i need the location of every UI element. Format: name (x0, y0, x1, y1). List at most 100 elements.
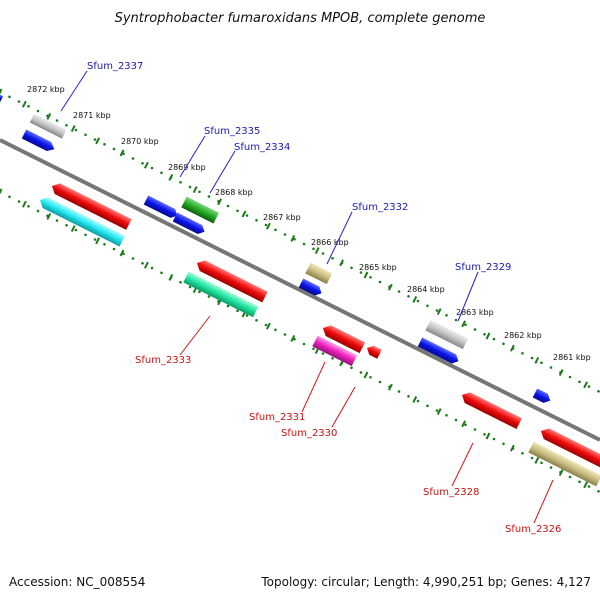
leader-sfum-2330 (331, 386, 356, 428)
track-dot (454, 318, 458, 322)
track-dot (464, 423, 467, 427)
gene-label-sfum-2331[interactable]: Sfum_2331 (249, 412, 305, 423)
gene-label-sfum-2334[interactable]: Sfum_2334 (234, 142, 290, 153)
track-dot (464, 323, 467, 327)
track-dot (397, 290, 401, 293)
track-tick (119, 249, 125, 257)
track-tick (363, 371, 369, 379)
track-tick (461, 320, 466, 328)
gene-label-sfum-2333[interactable]: Sfum_2333 (135, 355, 191, 366)
track-dot (226, 304, 230, 308)
track-dot (17, 100, 21, 103)
track-dot (407, 295, 410, 298)
track-dot (473, 428, 477, 431)
track-dot (274, 328, 277, 332)
gene-label-sfum-2337[interactable]: Sfum_2337 (87, 61, 143, 72)
leader-sfum-2333 (179, 315, 211, 356)
track-dot (416, 399, 420, 403)
track-tick (412, 395, 418, 403)
track-dot (549, 366, 553, 369)
track-tick (461, 420, 466, 428)
gene-feature-sfum-2328[interactable] (459, 390, 522, 430)
track-dot (198, 190, 201, 194)
track-tick (534, 456, 540, 464)
track-dot (226, 204, 230, 208)
track-dot (492, 337, 496, 341)
gene-feature-red-2860[interactable] (538, 426, 600, 468)
scale-label-2866: 2866 kbp (311, 238, 349, 247)
track-dot (84, 133, 87, 137)
track-dot (369, 376, 372, 379)
track-tick (290, 334, 296, 342)
gene-feature-sfum-2335[interactable] (143, 195, 180, 221)
gene-feature-blue-2869[interactable] (172, 212, 207, 237)
gene-feature-sfum-2337[interactable] (29, 113, 67, 139)
gene-feature-sfum-2333[interactable] (183, 271, 259, 318)
track-dot (179, 281, 182, 284)
gene-feature-sfum-2331[interactable] (320, 323, 366, 354)
track-dot (521, 352, 524, 355)
track-dot (397, 390, 401, 393)
gene-label-sfum-2330[interactable]: Sfum_2330 (281, 428, 337, 439)
gene-label-sfum-2326[interactable]: Sfum_2326 (505, 524, 561, 535)
track-dot (55, 219, 59, 222)
leader-sfum-2328 (451, 442, 474, 487)
gene-feature-red-small[interactable] (365, 344, 382, 359)
gene-feature-sfum-2334[interactable] (181, 196, 219, 224)
gene-features (0, 92, 600, 487)
track-tick (314, 247, 320, 255)
scale-label-2872: 2872 kbp (27, 85, 65, 94)
gene-feature-red-2871[interactable] (49, 181, 132, 230)
track-dot (492, 437, 496, 441)
track-tick (485, 332, 491, 340)
track-dot (445, 314, 448, 317)
track-dot (321, 252, 325, 255)
gene-feature-sfum-2326[interactable] (528, 441, 600, 487)
gene-feature-sfum-2330[interactable] (312, 335, 358, 367)
track-tick (0, 188, 3, 195)
leader-sfum-2332 (326, 211, 353, 265)
track-tick (95, 237, 100, 245)
gene-feature-offscreen-left[interactable] (0, 92, 4, 102)
gene-label-sfum-2332[interactable]: Sfum_2332 (352, 202, 408, 213)
gene-feature-sfum-2329[interactable] (425, 319, 469, 350)
gene-label-sfum-2328[interactable]: Sfum_2328 (423, 487, 479, 498)
gene-feature-blue-2865[interactable] (298, 278, 324, 298)
track-dot (93, 238, 97, 241)
track-dot (36, 109, 40, 113)
track-dot (65, 224, 68, 227)
track-tick (388, 283, 393, 291)
gene-feature-cyan-2871[interactable] (37, 195, 125, 247)
gene-label-sfum-2329[interactable]: Sfum_2329 (455, 262, 511, 273)
track-tick (119, 149, 125, 157)
scale-label-2864: 2864 kbp (407, 285, 445, 294)
track-dot (435, 409, 439, 412)
track-dot (530, 356, 534, 360)
track-dot (369, 276, 372, 279)
track-tick (388, 383, 393, 391)
track-dot (84, 233, 87, 237)
track-dot (587, 385, 591, 388)
track-dot (188, 185, 192, 189)
track-dot (27, 105, 30, 108)
track-dot (483, 333, 486, 336)
gene-feature-sfum-2332[interactable] (305, 262, 333, 285)
scale-label-2871: 2871 kbp (73, 111, 111, 120)
track-dot (179, 181, 182, 184)
track-tick (144, 161, 149, 169)
track-dot (160, 271, 163, 275)
gene-label-sfum-2335[interactable]: Sfum_2335 (204, 126, 260, 137)
track-tick (241, 210, 247, 218)
gene-feature-red-2867[interactable] (194, 258, 268, 303)
gene-feature-blue-2863[interactable] (417, 337, 461, 366)
gene-feature-blue-2861[interactable] (532, 388, 553, 406)
gene-feature-blue-2871[interactable] (21, 129, 57, 154)
track-dot (36, 209, 40, 213)
track-dot (597, 390, 600, 393)
track-dot (540, 361, 543, 365)
track-dot (435, 309, 439, 312)
topology-text: Topology: circular; Length: 4,990,251 bp… (260, 575, 591, 589)
track-dot (350, 266, 353, 270)
track-dot (141, 262, 144, 265)
track-tick (168, 173, 174, 181)
